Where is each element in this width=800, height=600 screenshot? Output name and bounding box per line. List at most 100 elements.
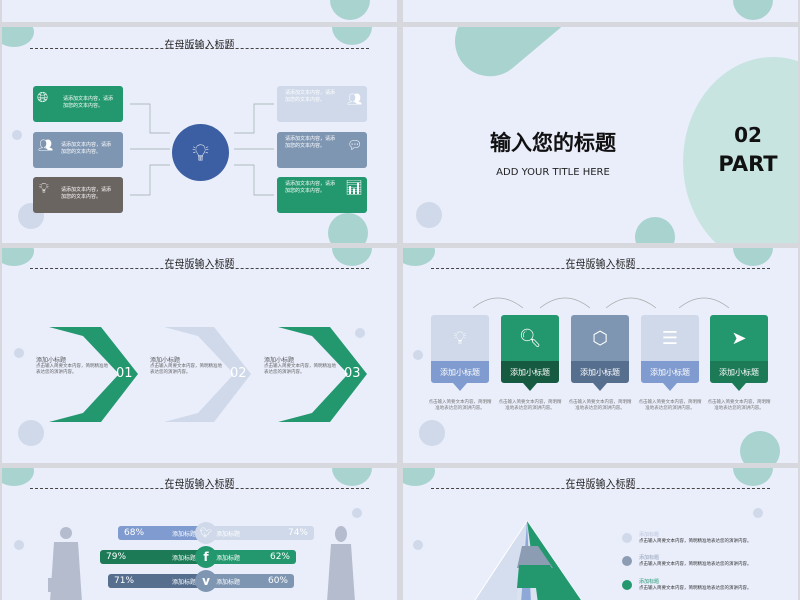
lightbulb-icon: 💡︎ (39, 181, 49, 197)
section-number: 02 (734, 123, 762, 147)
slide-title: 在母版输入标题 (164, 40, 235, 51)
slide-pyramid[interactable]: 在母版输入标题 添加标题点击输入简要文本内容，简明精准地表达您的演讲内容。 添加… (403, 468, 798, 600)
decor-dot (18, 420, 44, 446)
vimeo-icon: v (195, 570, 217, 592)
decor-dot (753, 508, 763, 518)
chevrons (49, 327, 367, 422)
businessman-silhouette-icon (48, 527, 82, 600)
step-number-1: 01 (116, 366, 133, 381)
slide-title: 在母版输入标题 (164, 259, 235, 270)
card-text-2: 点击输入简要文本内容，简明精准地表达您的演讲内容。 (498, 400, 562, 411)
bar-chart-icon: 📊︎ (345, 180, 363, 196)
globe-computer-icon: 🌐︎ (37, 90, 49, 106)
bar-left-twitter: 68%添加标题 (118, 526, 202, 540)
section-title: 输入您的标题 (490, 131, 616, 155)
bar-left-facebook: 79%添加标题 (100, 550, 202, 564)
divider (30, 488, 369, 489)
legend-item-2: 添加标题点击输入简要文本内容，简明精准地表达您的演讲内容。 (639, 555, 752, 567)
decor-circle (733, 468, 773, 486)
step-1: 添加小标题点击输入简要文本内容，简明精准地表达您的演讲内容。 (36, 357, 108, 375)
card-text-4: 点击输入简要文本内容，简明精准地表达您的演讲内容。 (638, 400, 702, 411)
decor-dot (740, 431, 780, 463)
businesswoman-silhouette-icon (327, 526, 355, 600)
decor-circle (330, 0, 370, 20)
chat-icon: 💬︎ (347, 138, 363, 152)
decor-dot (14, 540, 24, 550)
decor-dot (12, 130, 22, 140)
mindmap-box-left-3[interactable]: 💡︎请添加文本内容，请添加您的文本内容。 (33, 177, 123, 213)
decor-circle (733, 0, 773, 20)
pyramid-diagram (474, 520, 582, 600)
slide-partial-right[interactable] (403, 0, 798, 22)
card-3[interactable]: ⬡添加小标题 (571, 315, 629, 383)
twitter-icon: 🐦︎ (195, 522, 217, 544)
card-text-1: 点击输入简要文本内容，简明精准地表达您的演讲内容。 (428, 400, 492, 411)
step-2: 添加小标题点击输入简要文本内容，简明精准地表达您的演讲内容。 (150, 357, 222, 375)
decor-dot (413, 540, 423, 550)
decor-pill (440, 27, 586, 91)
lightbulb-icon: 💡︎ (192, 138, 209, 167)
divider (30, 48, 369, 49)
chevron-03 (278, 327, 367, 422)
legend-dot-2 (622, 556, 632, 566)
decor-dot (635, 217, 675, 243)
card-text-3: 点击输入简要文本内容，简明精准地表达您的演讲内容。 (568, 400, 632, 411)
slide-mindmap[interactable]: 在母版输入标题 💡︎ 🌐︎请添加文本内容，请添加您的文本内容。 👥︎请添加文本内… (2, 27, 397, 243)
slide-section[interactable]: 输入您的标题 ADD YOUR TITLE HERE 02 PART (403, 27, 798, 243)
decor-dot (355, 328, 365, 338)
card-2[interactable]: 🔍︎添加小标题 (501, 315, 559, 383)
decor-circle (332, 27, 372, 45)
search-icon: 🔍︎ (518, 327, 542, 349)
decor-circle (733, 248, 773, 266)
card-4[interactable]: ☰添加小标题 (641, 315, 699, 383)
mindmap-box-right-1[interactable]: 请添加文本内容，请添加您的文本内容。👥︎ (277, 86, 367, 122)
users-exchange-icon: 👥︎ (347, 92, 363, 106)
chevron-02 (164, 327, 251, 422)
mindmap-box-right-2[interactable]: 请添加文本内容，请添加您的文本内容。💬︎ (277, 132, 367, 168)
legend-dot-3 (622, 580, 632, 590)
decor-dot (14, 348, 24, 358)
decor-dot (419, 420, 445, 446)
section-part: PART (718, 152, 778, 176)
facebook-icon: f (195, 546, 217, 568)
card-pointers (453, 383, 746, 391)
decor-circle (2, 468, 34, 486)
lightbulb-icon: 💡︎ (453, 327, 467, 349)
slide-steps[interactable]: 在母版输入标题 添加小标题点击输入简要文本内容，简明精准地表达您的演讲内容。 添… (2, 248, 397, 463)
decor-circle (403, 468, 435, 486)
card-1[interactable]: 💡︎添加小标题 (431, 315, 489, 383)
chevron-01 (49, 327, 138, 422)
legend-dot-1 (622, 533, 632, 543)
divider (431, 488, 770, 489)
step-number-3: 03 (344, 366, 361, 381)
decor-circle (403, 248, 435, 266)
decor-dot (413, 350, 423, 360)
step-3: 添加小标题点击输入简要文本内容，简明精准地表达您的演讲内容。 (264, 357, 336, 375)
section-subtitle: ADD YOUR TITLE HERE (496, 167, 610, 178)
mindmap-box-right-3[interactable]: 请添加文本内容，请添加您的文本内容。📊︎ (277, 177, 367, 213)
card-5[interactable]: ➤添加小标题 (710, 315, 768, 383)
slide-partial-left[interactable] (2, 0, 397, 22)
decor-circle (332, 468, 372, 486)
divider (30, 268, 369, 269)
arc-arrows (472, 297, 730, 309)
cube-icon: ⬡ (592, 327, 608, 349)
decor-circle (2, 27, 34, 47)
card-text-5: 点击输入简要文本内容，简明精准地表达您的演讲内容。 (707, 400, 771, 411)
slide-title: 在母版输入标题 (565, 479, 636, 490)
bar-left-vimeo: 71%添加标题 (108, 574, 202, 588)
slide-title: 在母版输入标题 (565, 259, 636, 270)
slide-cards[interactable]: 在母版输入标题 💡︎添加小标题 🔍︎添加小标题 ⬡添加小标题 ☰添加小标题 ➤添… (403, 248, 798, 463)
stack-icon: ☰ (661, 327, 679, 349)
slide-title: 在母版输入标题 (164, 479, 235, 490)
mindmap-box-left-2[interactable]: 👥︎请添加文本内容，请添加您的文本内容。 (33, 132, 123, 168)
mindmap-box-left-1[interactable]: 🌐︎请添加文本内容，请添加您的文本内容。 (33, 86, 123, 122)
decor-dot (416, 202, 442, 228)
legend-item-1: 添加标题点击输入简要文本内容，简明精准地表达您的演讲内容。 (639, 532, 752, 544)
decor-dot (352, 508, 362, 518)
step-number-2: 02 (230, 366, 247, 381)
divider (431, 268, 770, 269)
